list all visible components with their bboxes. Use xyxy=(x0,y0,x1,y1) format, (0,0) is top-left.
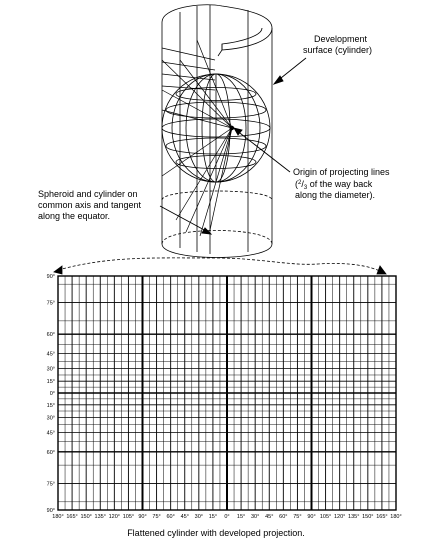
spheroid-label-line2: common axis and tangent xyxy=(38,200,142,210)
longitude-label: 90° xyxy=(138,514,146,520)
longitude-label: 120° xyxy=(334,514,345,520)
cylinder-globe-illustration xyxy=(161,4,273,258)
projection-origin-point xyxy=(229,125,235,131)
longitude-label: 180° xyxy=(52,514,63,520)
longitude-label: 150° xyxy=(362,514,373,520)
latitude-label: 45° xyxy=(47,430,55,436)
cylinder-band xyxy=(161,73,216,81)
origin-label-suffix: of the way back xyxy=(307,179,373,189)
cylinder-top-rim xyxy=(161,4,273,51)
longitude-label: 105° xyxy=(320,514,331,520)
longitude-label: 165° xyxy=(376,514,387,520)
latitude-label: 90° xyxy=(47,508,55,514)
latitude-label: 60° xyxy=(47,332,55,338)
longitude-label: 15° xyxy=(209,514,217,520)
development-arrowhead xyxy=(272,75,284,85)
latitude-label: 30° xyxy=(47,416,55,422)
callout-arrows xyxy=(159,57,307,235)
longitude-label: 150° xyxy=(80,514,91,520)
latitude-label: 15° xyxy=(47,403,55,409)
latitude-label: 90° xyxy=(47,274,55,280)
cylinder-band xyxy=(161,61,216,71)
unroll-arrow xyxy=(53,257,387,275)
latitude-label: 30° xyxy=(47,366,55,372)
developed-projection-grid xyxy=(57,275,397,511)
unroll-dashed-curve xyxy=(57,257,383,273)
origin-fraction-slash: / xyxy=(301,179,304,189)
longitude-label: 105° xyxy=(123,514,134,520)
unroll-arrowhead-left xyxy=(53,265,63,275)
longitude-label: 90° xyxy=(307,514,315,520)
longitude-label: 75° xyxy=(152,514,160,520)
spheroid-label-line1: Spheroid and cylinder on xyxy=(38,189,138,199)
latitude-label: 75° xyxy=(47,482,55,488)
development-label-line2: surface (cylinder) xyxy=(303,45,372,55)
longitude-label: 75° xyxy=(293,514,301,520)
cylinder-bottom-front xyxy=(161,243,273,258)
cylinder-bottom-back xyxy=(161,230,273,245)
origin-label-line1: Origin of projecting lines xyxy=(293,167,390,177)
latitude-label: 15° xyxy=(47,379,55,385)
longitude-label: 135° xyxy=(348,514,359,520)
longitude-label: 45° xyxy=(265,514,273,520)
longitude-label: 180° xyxy=(390,514,401,520)
origin-label-line3: along the diameter). xyxy=(295,190,375,200)
origin-callout-line xyxy=(235,129,291,173)
figure-caption: Flattened cylinder with developed projec… xyxy=(127,528,305,538)
longitude-labels: 180°165°150°135°120°105°90°75°60°45°30°1… xyxy=(52,514,401,520)
development-label-line1: Development xyxy=(314,34,368,44)
spheroid-arrowhead xyxy=(201,227,213,235)
spheroid-callout-line xyxy=(159,205,209,233)
origin-fraction-den: 3 xyxy=(304,185,308,191)
unroll-arrowhead-right xyxy=(376,265,387,275)
projecting-lines xyxy=(161,39,233,237)
spheroid-label-line3: along the equator. xyxy=(38,211,110,221)
origin-label-line2: (2/3 of the way back xyxy=(295,179,373,191)
longitude-label: 30° xyxy=(195,514,203,520)
cylinder-band xyxy=(161,47,216,61)
longitude-label: 60° xyxy=(167,514,175,520)
longitude-label: 120° xyxy=(109,514,120,520)
latitude-label: 45° xyxy=(47,352,55,358)
longitude-label: 15° xyxy=(237,514,245,520)
longitude-label: 165° xyxy=(66,514,77,520)
longitude-label: 0° xyxy=(224,514,229,520)
origin-arrowhead xyxy=(233,127,243,136)
latitude-label: 75° xyxy=(47,300,55,306)
longitude-label: 45° xyxy=(181,514,189,520)
origin-fraction-num: 2 xyxy=(298,180,302,186)
latitude-labels: 90° 75° 60° 45° 30° 15° 0° 15° 30° 45° 60° 75° 90° xyxy=(47,274,55,514)
longitude-label: 135° xyxy=(95,514,106,520)
cylinder-peel-edge xyxy=(217,44,223,57)
cylinder-mid-dashed xyxy=(161,190,273,201)
latitude-label: 0° xyxy=(50,391,55,397)
diagram-labels: Development surface (cylinder) Origin of… xyxy=(38,34,390,221)
latitude-label: 60° xyxy=(47,450,55,456)
longitude-label: 30° xyxy=(251,514,259,520)
longitude-label: 60° xyxy=(279,514,287,520)
origin-paren: ( xyxy=(295,179,298,189)
